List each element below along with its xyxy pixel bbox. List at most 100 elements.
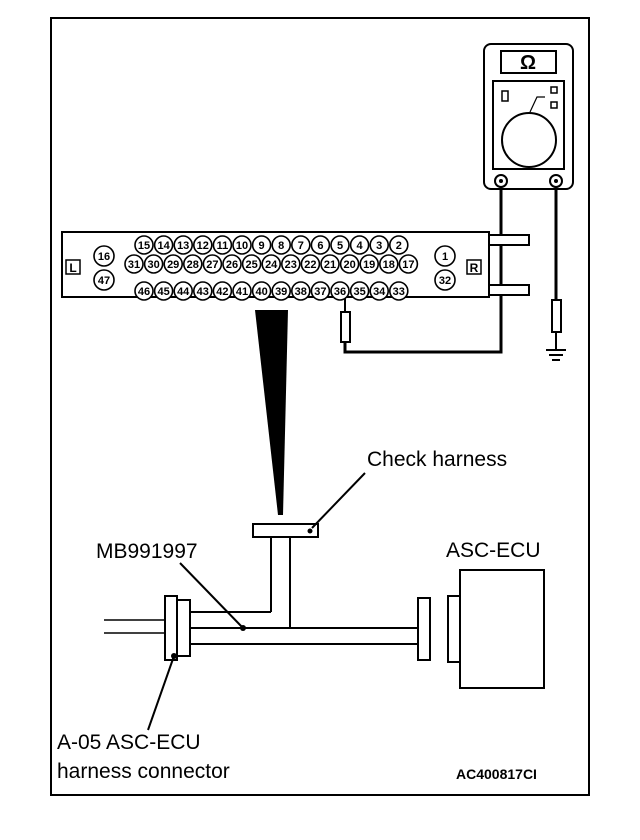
svg-text:13: 13 [177,240,189,252]
svg-text:44: 44 [177,286,190,298]
mb991997-label: MB991997 [96,540,198,563]
svg-text:20: 20 [343,259,355,271]
ohmmeter: Ω [483,43,574,190]
svg-text:40: 40 [255,286,267,298]
pin-21: 21 [320,254,340,274]
svg-text:39: 39 [275,286,287,298]
svg-text:6: 6 [317,240,323,252]
svg-text:8: 8 [278,240,284,252]
svg-text:42: 42 [216,286,228,298]
pin-35: 35 [349,281,370,301]
pin-36: 36 [330,281,350,301]
check-harness [179,472,418,645]
right-tag [466,259,482,275]
ohm-symbol: Ω [520,52,536,74]
pin-27: 27 [202,254,223,274]
svg-text:16: 16 [98,251,110,263]
range-dial [501,112,557,168]
ecu-side-connector [417,569,545,689]
svg-text:1: 1 [442,251,448,263]
svg-text:31: 31 [128,259,140,271]
pin-30: 30 [143,254,164,274]
svg-text:7: 7 [298,240,304,252]
svg-text:24: 24 [265,259,278,271]
figure-code: AC400817CI [456,766,537,782]
pin-16: 16 [93,245,115,267]
svg-text:19: 19 [363,259,375,271]
svg-text:15: 15 [138,240,150,252]
pin-2: 2 [388,235,409,255]
left-tag-label: L [69,261,76,275]
harness-connector-label-1: A-05 ASC-ECU [57,731,201,754]
pin-26: 26 [222,254,242,274]
pin-23: 23 [280,254,301,274]
ground-icon [546,349,566,361]
svg-text:5: 5 [337,240,343,252]
pin-32: 32 [434,269,456,291]
svg-text:12: 12 [197,240,209,252]
left-tag [65,259,81,275]
pin-47: 47 [93,269,115,291]
asc-ecu-label: ASC-ECU [446,539,541,562]
svg-text:46: 46 [138,286,150,298]
harness-connector [104,595,191,731]
diagram-frame [50,17,590,796]
pin-34: 34 [369,281,390,301]
svg-text:25: 25 [245,259,257,271]
pin-4: 4 [349,235,370,255]
pin-31: 31 [124,254,144,274]
check-harness-box [252,523,319,538]
svg-text:45: 45 [157,286,169,298]
pin-39: 39 [271,281,292,301]
pin-13: 13 [173,235,193,255]
pin-8: 8 [271,235,292,255]
probe-right [551,299,562,350]
pin-5: 5 [330,235,350,255]
svg-text:32: 32 [439,275,451,287]
svg-text:41: 41 [236,286,248,298]
svg-text:21: 21 [324,259,336,271]
pin-22: 22 [300,254,321,274]
pin-6: 6 [310,235,331,255]
pin-25: 25 [241,254,262,274]
meter-display [500,50,557,74]
pin-42: 42 [212,281,233,301]
pin-37: 37 [310,281,331,301]
pin-20: 20 [339,254,360,274]
svg-text:43: 43 [197,286,209,298]
pin-40: 40 [251,281,272,301]
pin-41: 41 [232,281,252,301]
pin-15: 15 [134,235,154,255]
svg-text:28: 28 [187,259,199,271]
svg-text:47: 47 [98,275,110,287]
svg-text:23: 23 [285,259,297,271]
pin-28: 28 [183,254,203,274]
svg-text:14: 14 [157,240,170,252]
zoom-pointer [255,310,288,515]
svg-text:30: 30 [147,259,159,271]
svg-text:38: 38 [295,286,307,298]
pin-14: 14 [153,235,174,255]
check-harness-label: Check harness [367,448,507,471]
pin-18: 18 [378,254,399,274]
svg-text:29: 29 [167,259,179,271]
pin-7: 7 [290,235,311,255]
svg-text:35: 35 [353,286,365,298]
pin-45: 45 [153,281,174,301]
pin-29: 29 [163,254,183,274]
pin-38: 38 [290,281,311,301]
svg-text:2: 2 [396,240,402,252]
pin-17: 17 [398,254,419,274]
svg-text:37: 37 [314,286,326,298]
pin-44: 44 [173,281,193,301]
pin-24: 24 [261,254,282,274]
test-leads [343,187,558,354]
pin-43: 43 [193,281,213,301]
svg-text:22: 22 [304,259,316,271]
svg-text:18: 18 [383,259,395,271]
asc-ecu-unit [459,569,545,689]
pin-33: 33 [388,281,409,301]
